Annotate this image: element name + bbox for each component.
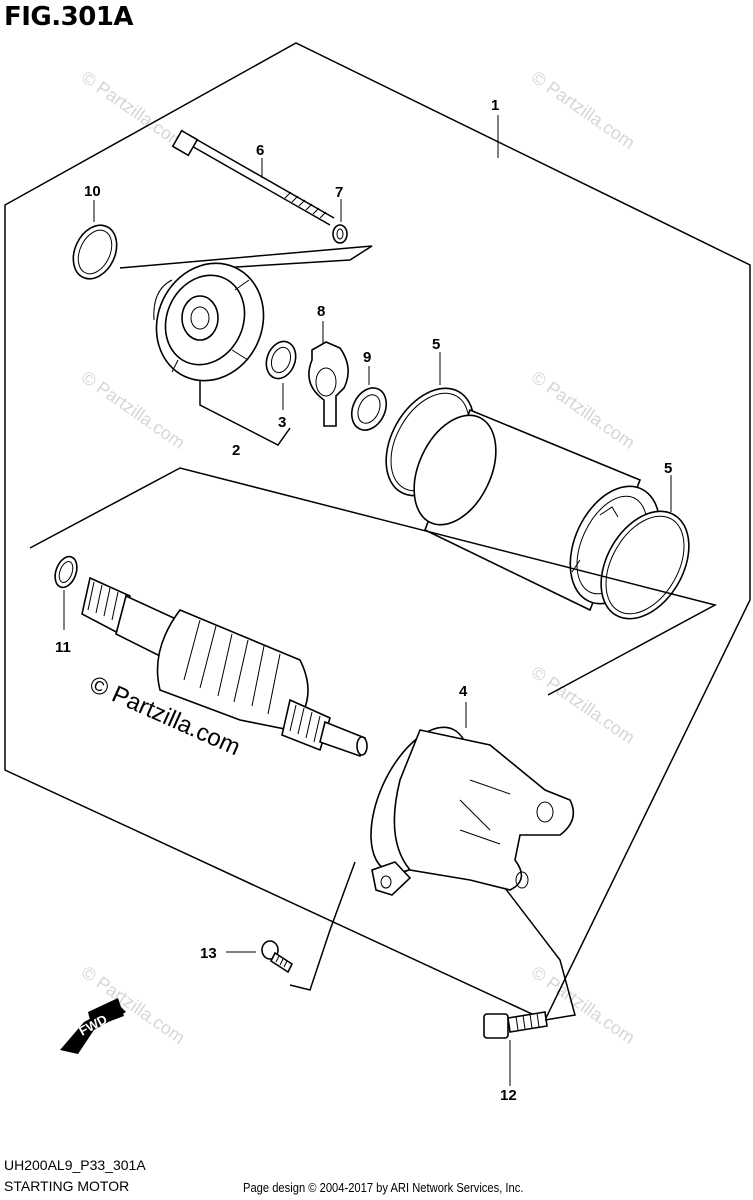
thrust-washer xyxy=(265,340,297,380)
screw xyxy=(261,940,294,974)
watermark-faint: © Partzilla.com xyxy=(78,67,189,153)
fwd-label: FWD xyxy=(76,1012,109,1039)
page-credit: Page design © 2004-2017 by ARI Network S… xyxy=(243,1180,524,1195)
callout-2-bracket xyxy=(199,380,291,446)
long-bolt xyxy=(171,129,335,226)
callout-6: 6 xyxy=(256,142,264,159)
end-frame xyxy=(370,726,575,896)
callout-3: 3 xyxy=(278,414,286,431)
callout-10: 10 xyxy=(84,183,101,200)
callout-13: 13 xyxy=(200,945,217,962)
callout-5b: 5 xyxy=(664,460,672,477)
snap-ring xyxy=(54,555,78,589)
watermark-faint: © Partzilla.com xyxy=(528,962,639,1048)
callout-11: 11 xyxy=(55,639,71,656)
callout-2: 2 xyxy=(232,442,240,459)
bolt-leader xyxy=(504,887,576,1021)
end-cover xyxy=(153,262,265,382)
callout-5: 5 xyxy=(432,336,440,353)
callout-labels: 1 2 3 4 5 5 6 7 8 9 10 11 12 13 xyxy=(55,97,672,1104)
assembly-name: STARTING MOTOR xyxy=(4,1178,130,1194)
callout-4: 4 xyxy=(459,683,468,700)
diagram-code: UH200AL9_P33_301A xyxy=(4,1157,146,1173)
o-ring xyxy=(72,224,118,280)
figure-title: FIG.301A xyxy=(4,2,134,32)
watermark-faint: © Partzilla.com xyxy=(528,67,639,153)
callout-9: 9 xyxy=(363,349,371,366)
watermark-faint: © Partzilla.com xyxy=(78,962,189,1048)
callout-1: 1 xyxy=(491,97,499,114)
screw-leader xyxy=(289,861,356,991)
watermark-faint: © Partzilla.com xyxy=(528,662,639,748)
washer xyxy=(332,224,348,244)
lock-plate xyxy=(308,341,349,427)
flange-bolt xyxy=(483,1011,548,1039)
spacer-washer xyxy=(350,387,388,431)
watermark-faint: © Partzilla.com xyxy=(78,367,189,453)
armature xyxy=(81,576,368,758)
callout-7: 7 xyxy=(335,184,343,201)
assembly-outline xyxy=(4,42,751,1021)
callout-8: 8 xyxy=(317,303,325,320)
bracket-group-line xyxy=(119,245,373,269)
fwd-arrow-icon: FWD xyxy=(60,998,126,1054)
armature-group-line xyxy=(29,467,718,696)
callout-12: 12 xyxy=(500,1087,517,1104)
